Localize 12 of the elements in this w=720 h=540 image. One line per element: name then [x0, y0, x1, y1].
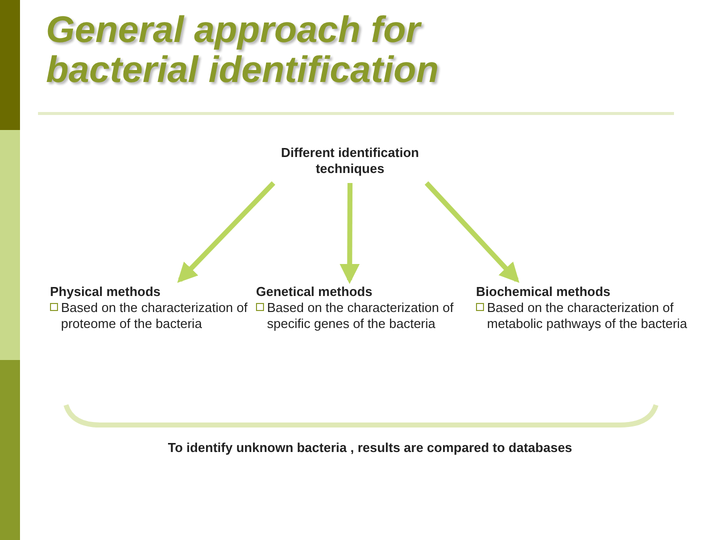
- conclusion-note: To identify unknown bacteria , results are compared to databases: [166, 439, 574, 456]
- arrow: [340, 183, 360, 284]
- method-description: Based on the characterization of specific genes of the bacteria: [267, 300, 454, 332]
- method-heading: Biochemical methods: [476, 284, 612, 300]
- arrow: [177, 181, 276, 283]
- node-text: Different identification techniques: [280, 145, 420, 177]
- slide-title: General approach for bacterial identification: [46, 10, 440, 90]
- method-heading: Physical methods: [50, 284, 162, 300]
- method-heading: Genetical methods: [256, 284, 374, 300]
- method-description: Based on the characterization of proteome of the bacteria: [61, 300, 248, 332]
- arrow: [424, 181, 520, 283]
- method-description: Based on the characterization of metabolic pathways of the bacteria: [487, 300, 688, 332]
